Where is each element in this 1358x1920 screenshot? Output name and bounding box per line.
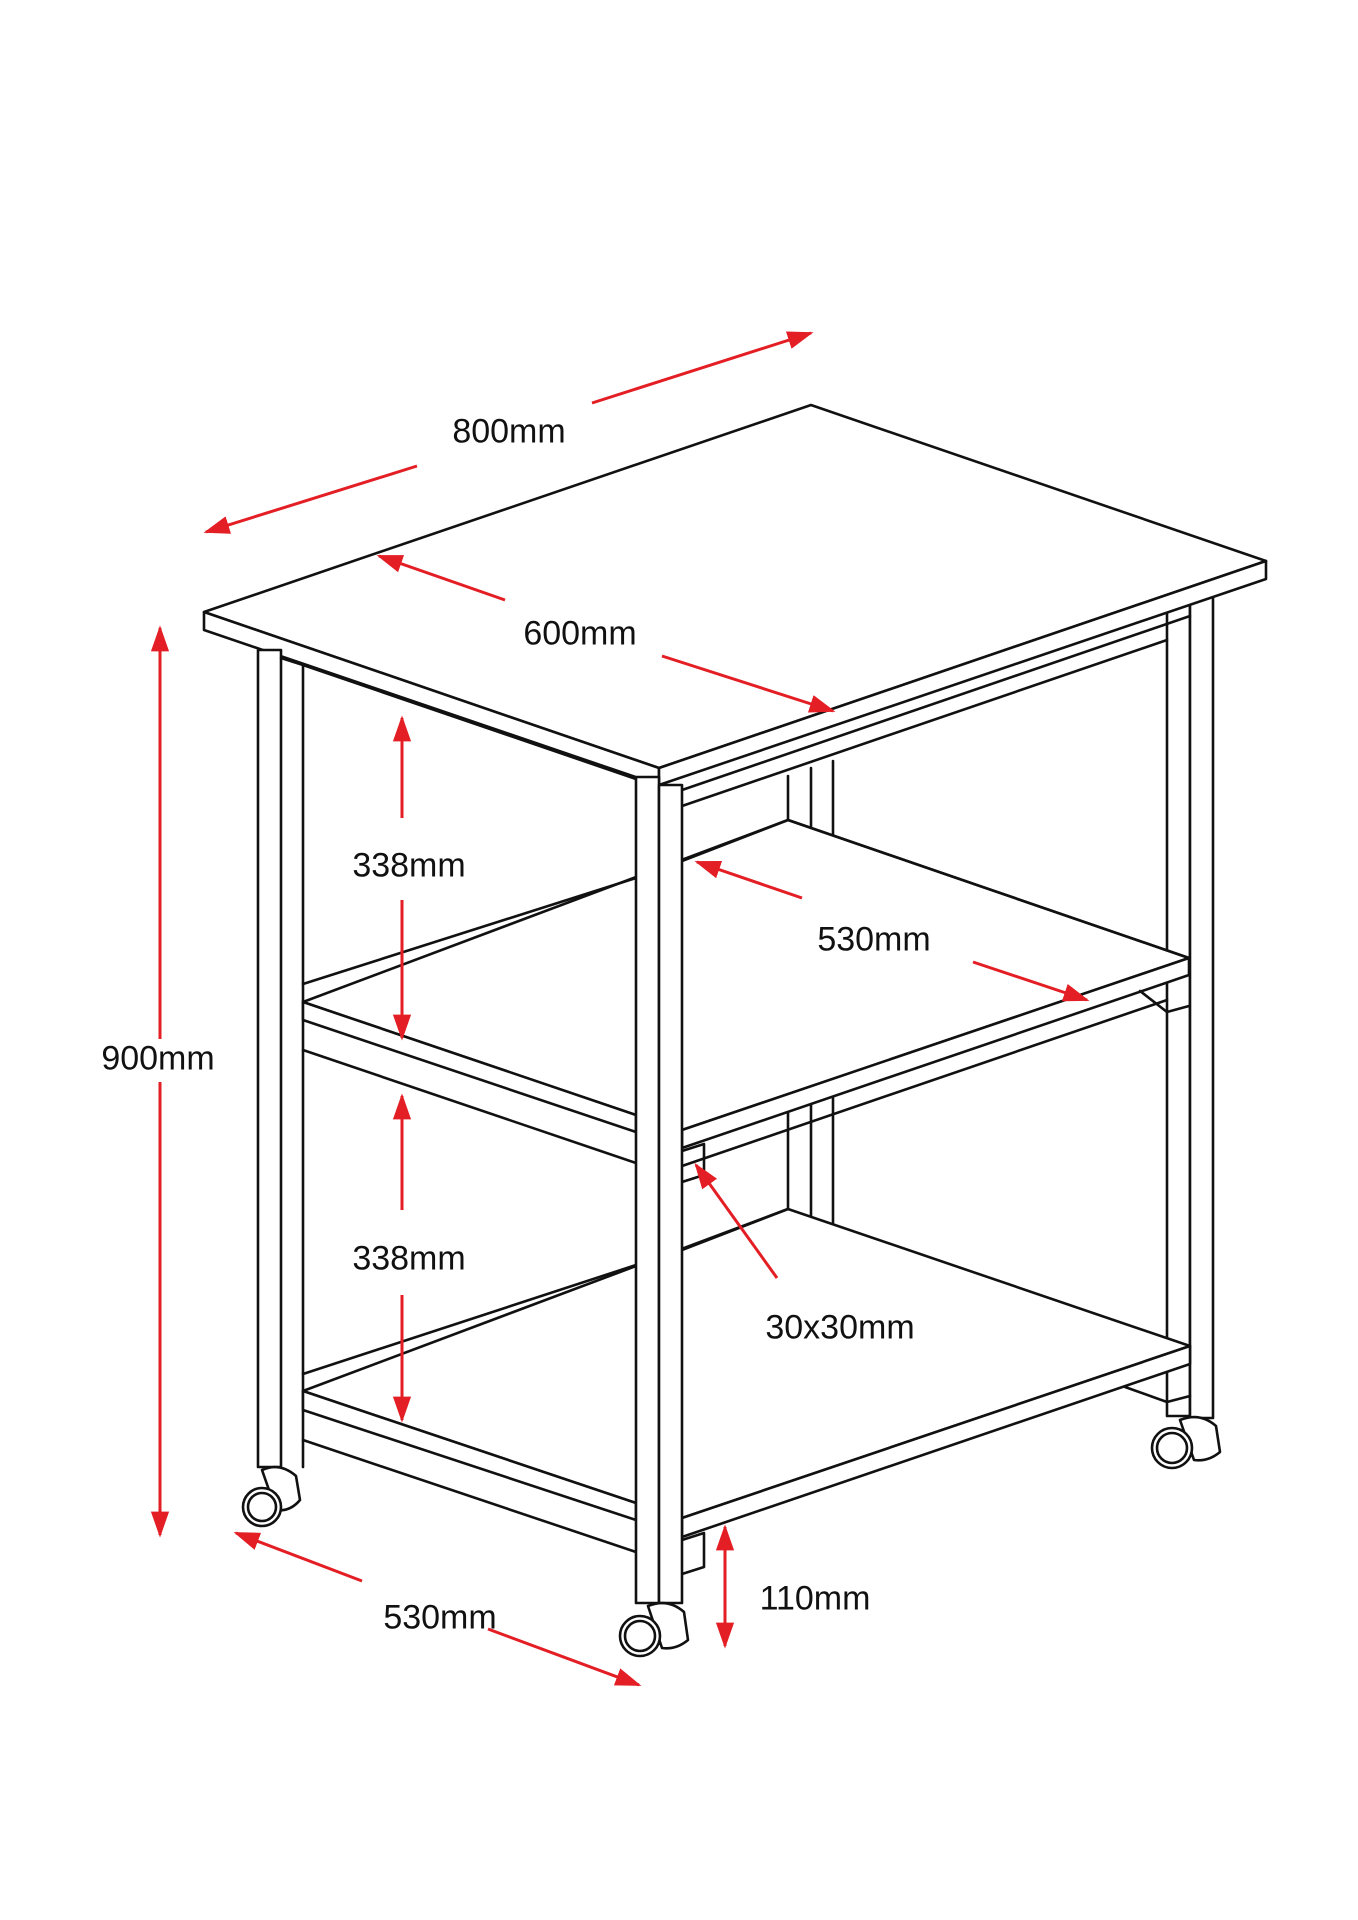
caster-front [618, 1601, 690, 1658]
label-top-width: 800mm [452, 412, 566, 451]
tabletop [202, 403, 1268, 808]
label-total-height: 900mm [101, 1039, 215, 1078]
label-frame-profile: 30x30mm [765, 1308, 915, 1347]
label-lower-clearance: 338mm [352, 1239, 466, 1278]
label-frame-depth: 530mm [383, 1598, 497, 1637]
label-ground-clearance: 110mm [759, 1579, 871, 1618]
bottom-shelf [301, 1207, 1192, 1576]
dim-30x30-arrow [694, 1162, 779, 1279]
caster-left [241, 1465, 302, 1528]
label-shelf-width: 530mm [817, 920, 931, 959]
label-top-depth: 600mm [523, 614, 637, 653]
dim-530-shelf-arrows [694, 860, 1090, 1002]
caster-right [1150, 1415, 1222, 1470]
label-upper-clearance: 338mm [352, 846, 466, 885]
dim-600-arrows [376, 554, 836, 713]
dim-530-base-arrows [233, 1531, 642, 1687]
right-leg [1165, 583, 1215, 1420]
dim-800-arrows [203, 331, 814, 534]
front-leg [634, 775, 684, 1605]
